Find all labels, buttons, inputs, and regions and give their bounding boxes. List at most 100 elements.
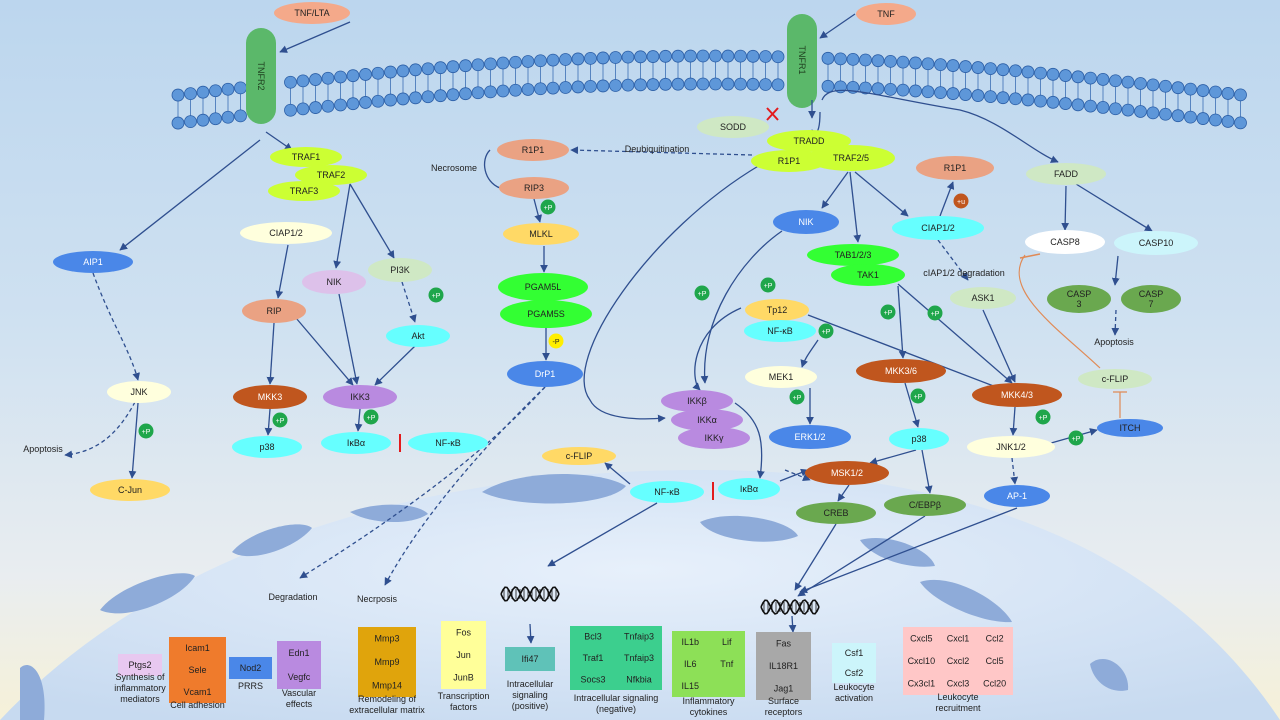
node-jnk12-shape <box>967 436 1055 458</box>
nuclear-pores <box>20 473 1129 720</box>
node-nfkb-mid-shape <box>744 320 816 342</box>
edge-57 <box>797 515 926 597</box>
modifier-badge-15: +u <box>953 193 969 209</box>
gene-lif: Lif <box>722 637 732 647</box>
modifier-badge-1-label: +P <box>367 415 376 422</box>
edge-1 <box>819 13 856 39</box>
node-ikkg-label: IKKγ <box>704 433 724 443</box>
gene-cxcl5: Cxcl5 <box>910 633 933 643</box>
edge-2 <box>119 139 261 251</box>
node-rip1-right-label: R1P1 <box>778 156 801 166</box>
gene-cxcl3: Cxcl3 <box>947 679 970 689</box>
node-nfkb-nuc: NF-κB <box>630 481 704 503</box>
edge-11 <box>266 322 275 385</box>
gene-box-surface-bg <box>756 632 811 700</box>
gene-sele: Sele <box>188 665 206 675</box>
edge-4 <box>128 402 139 479</box>
dna-icon <box>760 599 820 615</box>
node-traf2-shape <box>295 165 367 185</box>
node-mlkl-shape <box>503 223 579 245</box>
edge-58 <box>547 502 658 567</box>
node-casp7-shape <box>1121 285 1181 313</box>
node-right-shape <box>856 3 916 25</box>
node-mek1: MEK1 <box>745 366 817 388</box>
node-right-label: TNF <box>877 9 895 19</box>
gene-cx3cl1: Cx3cl1 <box>908 679 936 689</box>
node-mkk3: MKK3 <box>233 385 307 409</box>
dna-icon <box>500 586 560 602</box>
node-mkk36: MKK3/6 <box>856 359 946 383</box>
node-traf2: TRAF2 <box>295 165 367 185</box>
edge-39 <box>897 283 1013 384</box>
node-ap1-shape <box>984 485 1050 507</box>
node-akt-label: Akt <box>411 331 425 341</box>
node-aip1-label: AIP1 <box>83 257 103 267</box>
gene-box-synth-bg <box>118 654 162 676</box>
node-erk12-shape <box>769 425 851 449</box>
node-traf3-shape <box>268 181 340 201</box>
node-ikk3: IKK3 <box>323 385 397 409</box>
edges <box>64 13 1153 644</box>
node-nfkb-left-shape <box>408 432 488 454</box>
modifier-badge-12: +P <box>910 388 926 404</box>
cell-membrane <box>171 49 1247 130</box>
node-p38-left-shape <box>232 436 302 458</box>
edge-52 <box>604 462 631 485</box>
node-nfkb-mid: NF-κB <box>744 320 816 342</box>
node-ciap12-left: CIAP1/2 <box>240 222 332 244</box>
gene-traf1: Traf1 <box>583 653 604 663</box>
edge-60 <box>788 615 797 633</box>
edge-7 <box>275 244 289 299</box>
gene-jun: Jun <box>456 650 471 660</box>
node-p38-right-shape <box>889 428 949 450</box>
edge-41 <box>807 314 1005 392</box>
tnfr2-label: TNFR2 <box>256 62 266 91</box>
node-nik-left-label: NIK <box>326 277 341 287</box>
node-tab123-label: TAB1/2/3 <box>835 250 872 260</box>
node-sodd: SODD <box>697 116 769 138</box>
node-casp10-shape <box>1114 231 1198 255</box>
node-tradd-label: TRADD <box>794 136 825 146</box>
node-ikba-nuc: IκBα <box>718 478 780 500</box>
inhibit-sodd <box>766 107 779 121</box>
edge-17 <box>570 146 753 156</box>
node-mkk3-label: MKK3 <box>258 392 283 402</box>
gene-box-adhesion-caption: Cell adhesion <box>170 700 225 710</box>
node-traf2-label: TRAF2 <box>317 170 346 180</box>
label-deubiq: Deubiquitination <box>625 144 690 154</box>
modifier-badge-9-label: +P <box>884 310 893 317</box>
node-msk12: MSK1/2 <box>805 461 889 485</box>
node-ikba-nuc-shape <box>718 478 780 500</box>
node-erk12: ERK1/2 <box>769 425 851 449</box>
node-left-label: TNF/LTA <box>294 8 329 18</box>
gene-tnfaip3: Tnfaip3 <box>624 653 654 663</box>
gene-box-matrix-bg <box>358 627 416 697</box>
node-traf1: TRAF1 <box>270 147 342 167</box>
node-p38-left-label: p38 <box>259 442 274 452</box>
node-pgam5l-shape <box>498 273 588 301</box>
modifier-badge-7-label: +P <box>764 283 773 290</box>
gene-jag1: Jag1 <box>774 684 794 694</box>
node-mkk3-shape <box>233 385 307 409</box>
modifier-badge-10: +P <box>927 305 943 321</box>
node-ap1-label: AP-1 <box>1007 491 1027 501</box>
node-pgam5l-label: PGAM5L <box>525 282 562 292</box>
gene-mmp14: Mmp14 <box>372 680 402 690</box>
tnfr1-label: TNFR1 <box>797 46 807 75</box>
modifier-badge-3: +P <box>428 287 444 303</box>
gene-mmp3: Mmp3 <box>374 634 399 644</box>
edge-54 <box>692 307 742 391</box>
edge-44 <box>904 382 920 428</box>
gene-ccl20: Ccl20 <box>983 679 1006 689</box>
node-jnk12-label: JNK1/2 <box>996 442 1026 452</box>
node-nik-left: NIK <box>302 270 366 294</box>
